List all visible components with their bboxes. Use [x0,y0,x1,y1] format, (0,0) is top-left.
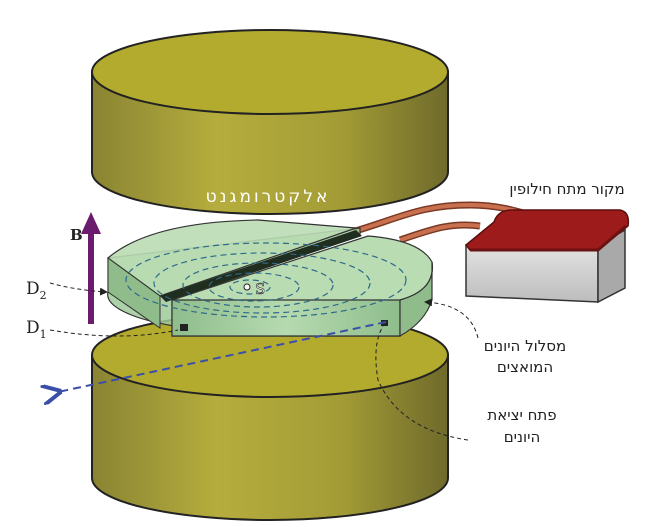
exit-trajectory [58,321,387,392]
dee2-leader [49,282,108,296]
ac-source-box [464,209,630,304]
exit-leader [375,325,469,441]
ion-source-point [243,283,251,291]
dee2-label: D2 [26,279,47,302]
source-label: S [255,280,265,298]
ion-spiral-path [125,242,407,318]
ion-path-leader [424,298,479,339]
dees [107,219,433,338]
top-magnet [91,29,449,215]
dee1-label: D1 [26,318,47,341]
ion-path-label-1: מסלול היונים [484,337,566,355]
bottom-magnet [91,312,449,521]
exit-label-1: פתח יציאת [487,406,556,424]
ac-source-label: מקור מתח חילופין [509,180,624,198]
field-label: B [70,226,83,244]
ion-path-label-2: המואצים [497,358,553,376]
exit-label-2: היונים [504,428,541,446]
field-arrow [81,212,101,324]
electromagnet-label: אלקטרומגנט [206,187,331,207]
dee1-leader [49,329,179,337]
